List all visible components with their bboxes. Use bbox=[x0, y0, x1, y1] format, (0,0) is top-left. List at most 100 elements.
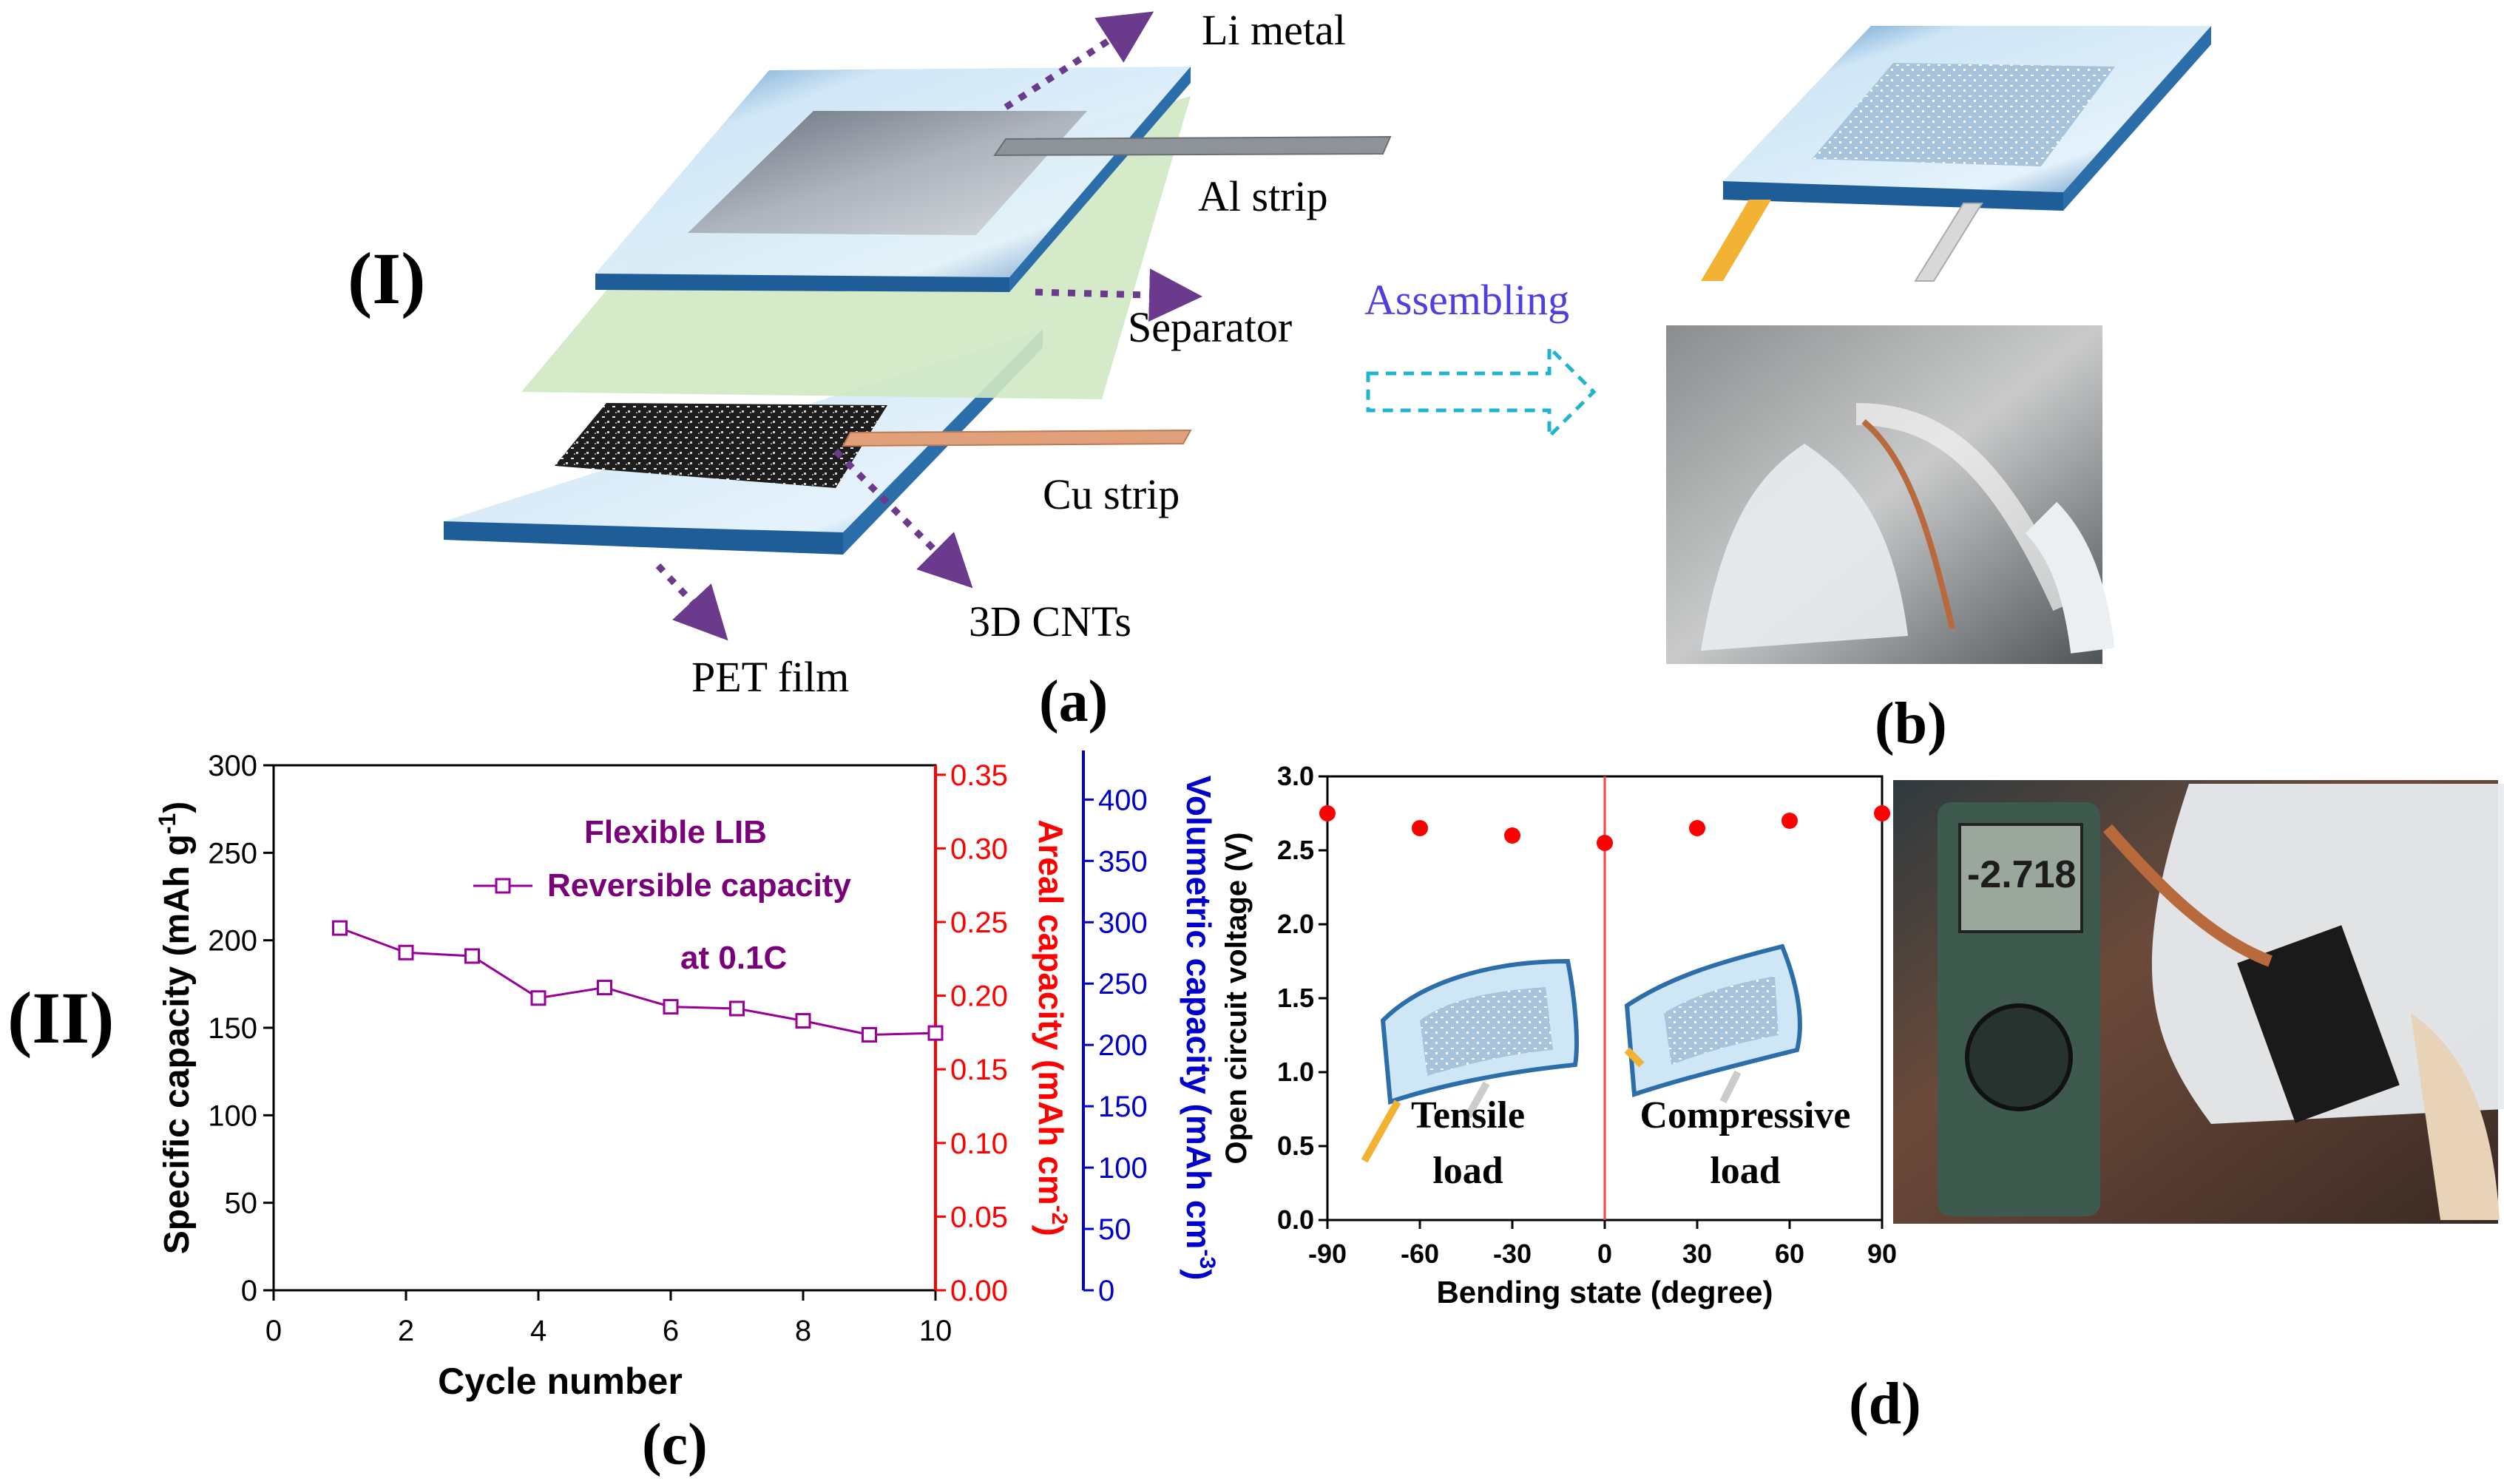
label-al-strip: Al strip bbox=[1198, 172, 1328, 220]
areal-tick-label: 0.20 bbox=[950, 980, 1008, 1013]
compressive-cell-illustration bbox=[1624, 943, 1802, 1104]
compressive-cell-cu-tab bbox=[1624, 1047, 1645, 1068]
volumetric-tick-label: 300 bbox=[1098, 907, 1148, 939]
data-point-reversible-capacity bbox=[927, 1025, 944, 1041]
li-metal-layer bbox=[688, 111, 1087, 235]
x-tick-label-d: 0 bbox=[1597, 1239, 1612, 1269]
annotation-compressive-1: Compressive bbox=[1640, 1094, 1850, 1136]
exploded-battery-diagram: Li metal Al strip Separator Cu strip 3D … bbox=[444, 6, 1392, 701]
volumetric-tick-label: 200 bbox=[1098, 1029, 1148, 1062]
multimeter-display: -2.718 bbox=[1967, 853, 2076, 896]
flexible-battery-photo bbox=[1666, 325, 2115, 664]
data-point-ocv bbox=[1874, 805, 1890, 821]
data-point-reversible-capacity bbox=[464, 948, 480, 964]
compressive-cell-cnt bbox=[1664, 976, 1779, 1065]
tensile-cell-cu-tab bbox=[1361, 1100, 1401, 1163]
y-tick-label-c: 50 bbox=[225, 1187, 258, 1220]
label-pet-film: PET film bbox=[691, 653, 849, 701]
x-tick-label-d: 60 bbox=[1775, 1239, 1804, 1269]
panel-label-a: (a) bbox=[1039, 669, 1108, 734]
y-axis-label-c-end: ) bbox=[158, 802, 197, 813]
annotation-tensile-1: Tensile bbox=[1411, 1094, 1525, 1136]
areal-axis-label: Areal capacity (mAh cm-2) bbox=[1032, 819, 1072, 1236]
annotation-compressive-2: load bbox=[1710, 1150, 1780, 1192]
x-tick-label-d: 30 bbox=[1682, 1239, 1712, 1269]
row-label-II: (II) bbox=[7, 977, 114, 1059]
areal-tick-label: 0.10 bbox=[950, 1128, 1008, 1160]
y-tick-label-d: 3.0 bbox=[1277, 761, 1314, 791]
panel-label-d: (d) bbox=[1849, 1372, 1921, 1437]
areal-tick-label: 0.25 bbox=[950, 907, 1008, 939]
data-point-reversible-capacity bbox=[597, 980, 612, 996]
data-point-ocv bbox=[1597, 835, 1613, 851]
data-point-reversible-capacity bbox=[332, 920, 348, 936]
areal-tick-label: 0.05 bbox=[950, 1201, 1008, 1233]
x-tick-label-d: -60 bbox=[1401, 1239, 1439, 1269]
assembling-label: Assembling bbox=[1364, 276, 1569, 324]
label-cu-strip: Cu strip bbox=[1043, 470, 1180, 518]
volumetric-axis-label-main: Volumetric capacity (mAh cm bbox=[1180, 776, 1218, 1250]
areal-tick-label: 0.35 bbox=[950, 759, 1008, 792]
areal-tick-label: 0.00 bbox=[950, 1275, 1008, 1307]
cnt-layer bbox=[555, 403, 887, 488]
data-point-ocv bbox=[1689, 820, 1705, 836]
assembled-cell-illustration bbox=[1701, 26, 2211, 282]
assembling-arrow: Assembling bbox=[1364, 276, 1597, 441]
y-tick-label-c: 0 bbox=[241, 1275, 257, 1307]
areal-axis-label-end: ) bbox=[1032, 1224, 1070, 1236]
data-point-ocv bbox=[1412, 820, 1428, 836]
y-tick-label-d: 2.5 bbox=[1277, 835, 1314, 865]
volumetric-axis-label-end: ) bbox=[1180, 1269, 1218, 1280]
panel-label-b: (b) bbox=[1875, 691, 1947, 756]
y-tick-label-d: 0.5 bbox=[1277, 1131, 1314, 1161]
y-tick-label-d: 2.0 bbox=[1277, 909, 1314, 939]
x-tick-label-c: 2 bbox=[398, 1315, 414, 1347]
y-axis-label-c-main: Specific capacity (mAh g bbox=[158, 834, 197, 1254]
volumetric-tick-label: 100 bbox=[1098, 1152, 1148, 1185]
y-axis-label-c: Specific capacity (mAh g-1) bbox=[154, 802, 197, 1255]
legend-label: Reversible capacity bbox=[547, 867, 851, 904]
tensile-cell-cnt bbox=[1420, 987, 1553, 1076]
volumetric-tick-label: 150 bbox=[1098, 1091, 1148, 1123]
label-3d-cnts: 3D CNTs bbox=[969, 597, 1131, 646]
y-tick-label-c: 100 bbox=[208, 1100, 257, 1132]
x-tick-label-c: 10 bbox=[919, 1315, 952, 1347]
volumetric-axis-label-sup: -3 bbox=[1195, 1249, 1219, 1269]
data-point-ocv bbox=[1504, 827, 1520, 844]
y-tick-label-d: 1.5 bbox=[1277, 983, 1314, 1013]
annotation-tensile-2: load bbox=[1432, 1150, 1503, 1192]
panel-label-c: (c) bbox=[642, 1412, 708, 1477]
x-tick-label-c: 8 bbox=[795, 1315, 811, 1347]
data-point-reversible-capacity bbox=[862, 1026, 877, 1043]
x-tick-label-d: -30 bbox=[1493, 1239, 1532, 1269]
volumetric-tick-label: 0 bbox=[1098, 1275, 1114, 1307]
areal-tick-label: 0.30 bbox=[950, 833, 1008, 865]
areal-axis-label-sup: -2 bbox=[1047, 1205, 1072, 1225]
data-point-reversible-capacity bbox=[795, 1013, 811, 1029]
volumetric-axis-label: Volumetric capacity (mAh cm-3) bbox=[1180, 776, 1219, 1281]
annotation-flexible-lib: Flexible LIB bbox=[584, 814, 767, 850]
series-line-reversible-capacity bbox=[339, 926, 936, 1036]
tensile-cell-al-tab bbox=[1464, 1081, 1490, 1119]
label-separator: Separator bbox=[1128, 303, 1292, 351]
x-axis-label-c: Cycle number bbox=[438, 1361, 683, 1402]
row-label-I: (I) bbox=[348, 237, 426, 319]
data-point-reversible-capacity bbox=[530, 990, 547, 1006]
y-tick-label-c: 150 bbox=[208, 1012, 257, 1045]
x-tick-label-c: 4 bbox=[530, 1315, 547, 1347]
y-tick-label-d: 1.0 bbox=[1277, 1057, 1314, 1087]
y-axis-label-d: Open circuit voltage (V) bbox=[1220, 833, 1253, 1165]
y-tick-label-c: 200 bbox=[208, 925, 257, 958]
multimeter-photo: -2.718 bbox=[1893, 780, 2504, 1224]
y-tick-label-c: 250 bbox=[208, 837, 257, 870]
compressive-cell-al-tab bbox=[1719, 1070, 1742, 1104]
diagram-pointer-arrows bbox=[655, 11, 1202, 641]
cu-strip bbox=[842, 429, 1192, 447]
label-li-metal: Li metal bbox=[1202, 6, 1346, 54]
data-point-reversible-capacity bbox=[663, 999, 679, 1015]
volumetric-tick-label: 250 bbox=[1098, 968, 1148, 1000]
x-tick-label-d: -90 bbox=[1308, 1239, 1347, 1269]
